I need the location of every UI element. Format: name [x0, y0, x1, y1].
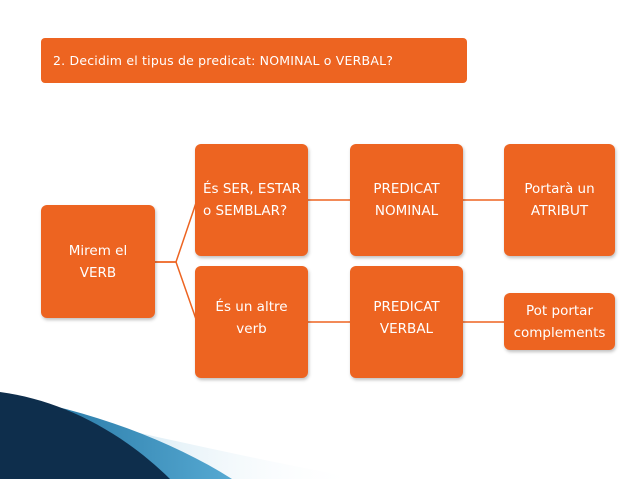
node-question-copular: És SER, ESTAR o SEMBLAR? — [195, 144, 308, 256]
node-root-verb: Mirem el VERB — [41, 205, 155, 318]
corner-swoosh-dark — [0, 392, 170, 479]
node-question-other-verb: És un altre verb — [195, 266, 308, 378]
node-complements: Pot portar complements — [504, 293, 615, 350]
connector-root-to-other — [155, 261, 198, 323]
node-atribut: Portarà un ATRIBUT — [504, 144, 615, 256]
node-predicat-nominal: PREDICAT NOMINAL — [350, 144, 463, 256]
node-predicat-verbal: PREDICAT VERBAL — [350, 266, 463, 378]
slide-title: 2. Decidim el tipus de predicat: NOMINAL… — [41, 38, 467, 83]
